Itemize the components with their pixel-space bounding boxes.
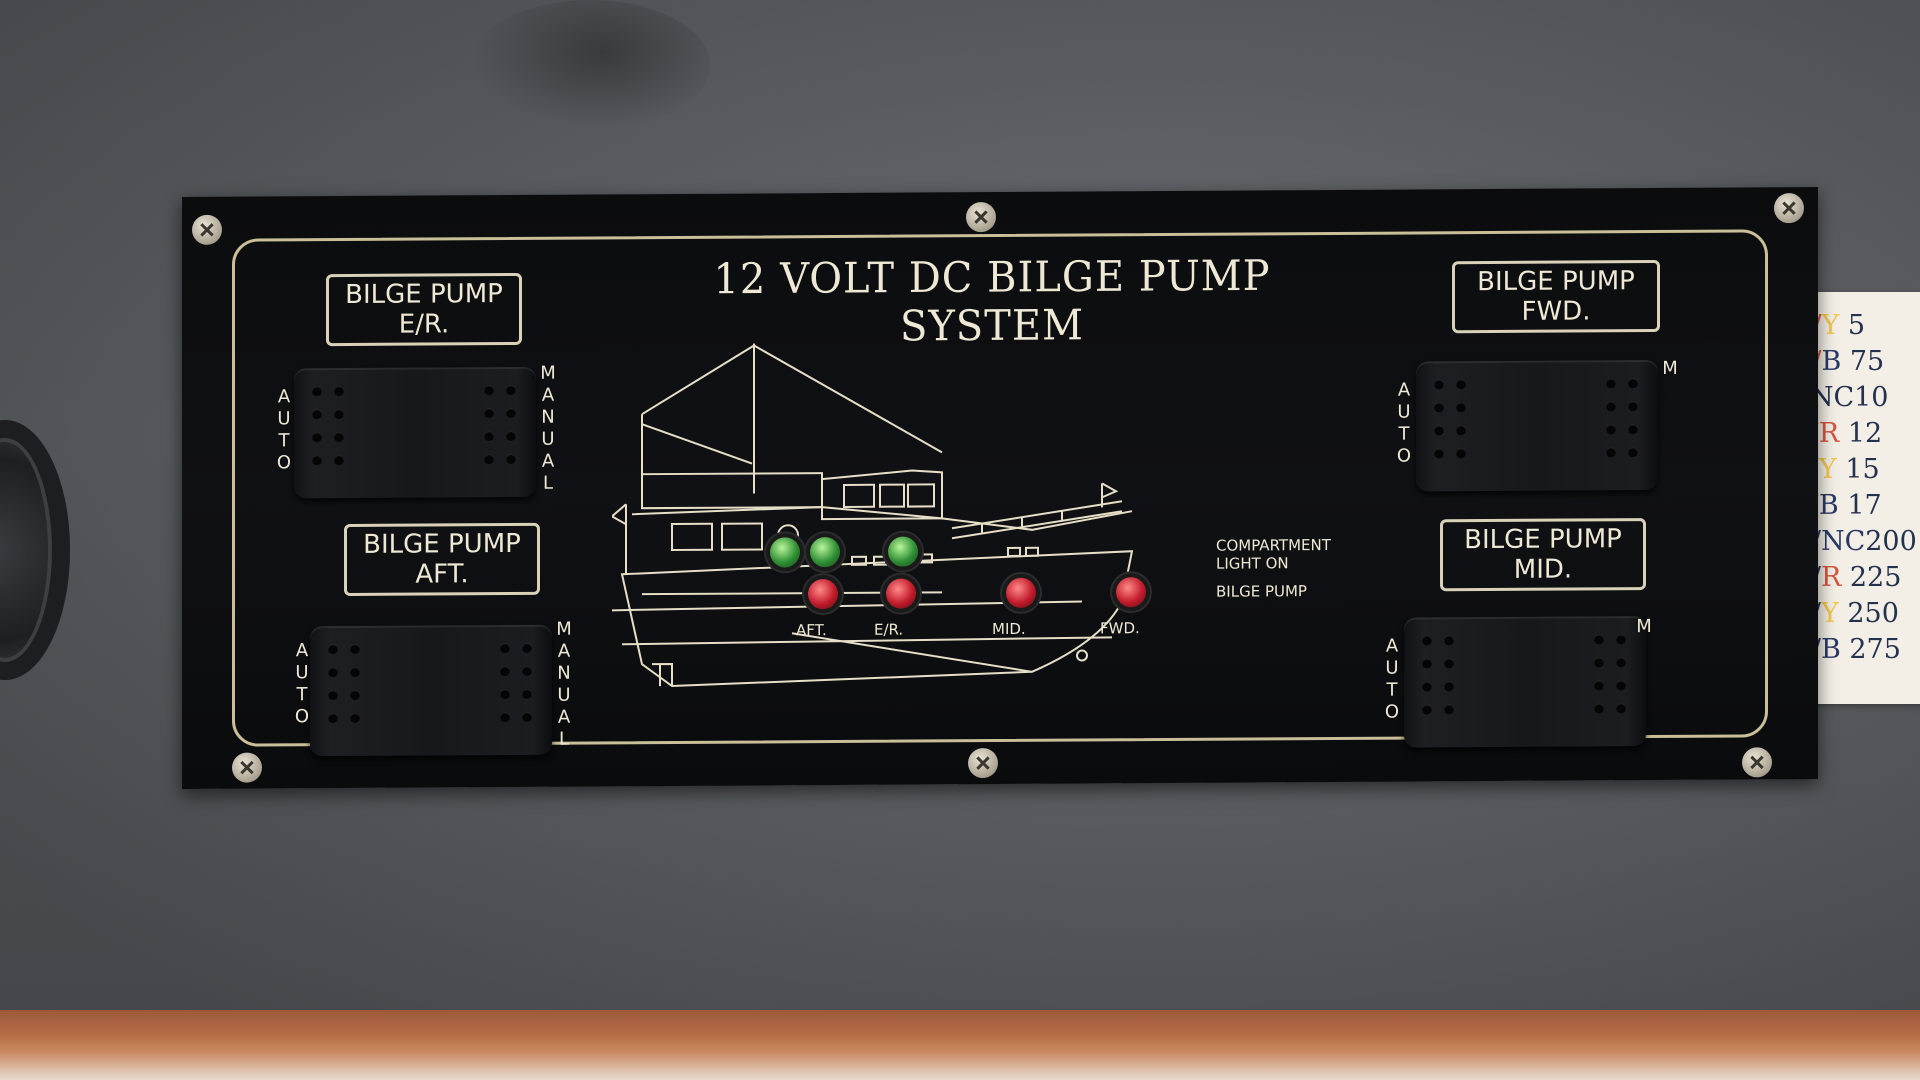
screw-icon	[192, 214, 222, 245]
screw-icon	[1774, 193, 1804, 224]
location-label-er: E/R.	[874, 620, 904, 639]
rocker-switch-aft[interactable]	[310, 624, 552, 757]
manual-label-cropped: M	[1636, 616, 1652, 638]
boat-porthole	[1007, 546, 1021, 557]
wood-trim	[0, 1010, 1920, 1080]
switch-grip-icon	[328, 643, 362, 738]
switch-grip-icon	[1606, 378, 1640, 472]
boat-window	[879, 483, 905, 508]
bilge-pump-light-mid	[1006, 577, 1036, 608]
screw-icon	[1742, 747, 1772, 778]
boat-window	[671, 522, 713, 552]
switch-grip-icon	[484, 384, 518, 479]
panel-title: 12 VOLT DC BILGE PUMP SYSTEM	[713, 252, 1271, 351]
switch-grip-icon	[312, 386, 346, 480]
boat-rigging	[641, 344, 755, 416]
bilge-pump-light-aft	[808, 578, 838, 610]
bow-flag-icon	[1101, 482, 1119, 508]
boat-rigging	[641, 423, 753, 465]
compartment-light-mid	[888, 536, 918, 567]
legend-compartment-light: COMPARTMENT LIGHT ON	[1216, 535, 1331, 573]
boat-waterline	[621, 636, 1113, 646]
rocker-switch-fwd[interactable]	[1416, 359, 1658, 492]
boat-marker	[1076, 649, 1088, 662]
boat-rigging	[753, 344, 943, 454]
wall-smudge	[470, 0, 710, 130]
legend-bilge-pump: BILGE PUMP	[1216, 582, 1307, 601]
boat-railing	[951, 510, 1123, 540]
switch-grip-icon	[1594, 634, 1628, 728]
boat-porthole	[873, 555, 889, 566]
boat-waterline	[612, 600, 1083, 612]
manual-label-cropped: M	[1662, 357, 1678, 379]
compartment-light-er	[810, 536, 840, 568]
switch-grip-icon	[500, 642, 534, 737]
boat-diagram	[612, 343, 1134, 688]
boat-hull	[620, 550, 1134, 688]
boat-window	[843, 483, 875, 508]
boat-porthole	[851, 555, 867, 566]
rocker-switch-er[interactable]	[294, 366, 536, 499]
boat-deck-line	[631, 506, 1133, 531]
location-label-mid: MID.	[992, 619, 1026, 639]
screw-icon	[968, 748, 998, 779]
stern-flag-icon	[612, 503, 627, 575]
boat-keel-line	[791, 632, 1033, 673]
boat-rudder	[652, 662, 673, 687]
location-label-aft: AFT.	[796, 621, 827, 640]
compartment-light-aft	[770, 537, 800, 568]
bilge-pump-light-er	[886, 578, 916, 609]
rocker-switch-mid[interactable]	[1404, 616, 1646, 748]
boat-window	[721, 522, 763, 551]
boat-upper-deck	[641, 472, 823, 510]
side-knob[interactable]	[0, 420, 70, 680]
switch-grip-icon	[1422, 635, 1456, 729]
bilge-pump-light-fwd	[1116, 577, 1146, 608]
boat-window	[907, 483, 935, 508]
boat-railing	[951, 500, 1123, 530]
boat-wheelhouse	[821, 469, 943, 521]
screw-icon	[232, 752, 262, 783]
switch-grip-icon	[1434, 379, 1468, 473]
screw-icon	[966, 202, 996, 233]
location-label-fwd: FWD.	[1100, 619, 1140, 638]
boat-porthole	[917, 553, 933, 564]
